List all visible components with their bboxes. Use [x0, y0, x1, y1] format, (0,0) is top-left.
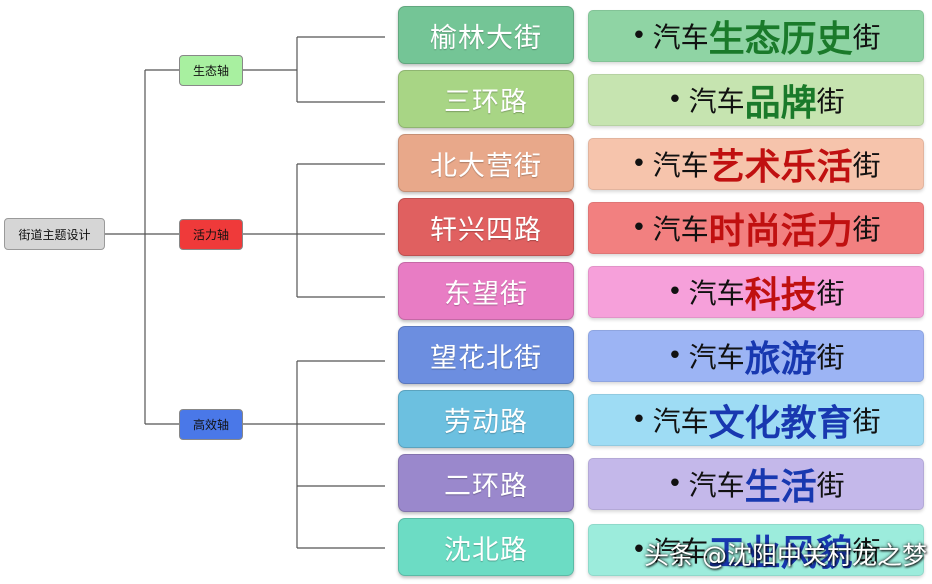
theme-suffix: 街: [816, 85, 845, 118]
axis-label-efficient: 高效轴: [192, 418, 229, 432]
street-name: 三环路: [444, 86, 528, 118]
axis-label-eco: 生态轴: [192, 64, 229, 78]
theme-suffix: 街: [852, 535, 881, 568]
theme-box-9: •汽车工业风貌街: [588, 524, 924, 576]
street-box-9: 沈北路: [398, 518, 574, 576]
street-box-2: 三环路: [398, 70, 574, 128]
street-box-1: 榆林大街: [398, 6, 574, 64]
theme-emphasis: 时尚活力: [708, 211, 853, 252]
root-node: 街道主题设计: [4, 218, 105, 250]
theme-emphasis: 生活: [744, 467, 817, 508]
street-name: 劳动路: [444, 406, 528, 438]
street-box-3: 北大营街: [398, 134, 574, 192]
street-name: 二环路: [444, 470, 528, 502]
theme-bullet: •: [667, 277, 683, 307]
theme-box-5: •汽车科技街: [588, 266, 924, 318]
street-box-7: 劳动路: [398, 390, 574, 448]
theme-emphasis: 艺术乐活: [708, 147, 853, 188]
theme-suffix: 街: [816, 341, 845, 374]
theme-bullet: •: [631, 405, 647, 435]
theme-prefix: 汽车: [652, 405, 709, 438]
street-name: 望花北街: [430, 342, 542, 374]
street-name: 榆林大街: [430, 22, 542, 54]
theme-prefix: 汽车: [652, 213, 709, 246]
street-name: 轩兴四路: [430, 214, 542, 246]
street-box-6: 望花北街: [398, 326, 574, 384]
theme-prefix: 汽车: [688, 85, 745, 118]
theme-suffix: 街: [852, 405, 881, 438]
axis-node-vitality: 活力轴: [179, 219, 243, 250]
theme-bullet: •: [631, 213, 647, 243]
theme-prefix: 汽车: [688, 277, 745, 310]
theme-prefix: 汽车: [652, 149, 709, 182]
theme-box-1: •汽车生态历史街: [588, 10, 924, 62]
theme-emphasis: 生态历史: [708, 19, 853, 60]
street-box-4: 轩兴四路: [398, 198, 574, 256]
theme-box-7: •汽车文化教育街: [588, 394, 924, 446]
theme-bullet: •: [667, 341, 683, 371]
theme-box-8: •汽车生活街: [588, 458, 924, 510]
theme-box-6: •汽车旅游街: [588, 330, 924, 382]
axis-node-eco: 生态轴: [179, 55, 243, 86]
street-name: 东望街: [444, 278, 528, 310]
theme-bullet: •: [631, 21, 647, 51]
street-box-5: 东望街: [398, 262, 574, 320]
theme-suffix: 街: [852, 213, 881, 246]
theme-suffix: 街: [852, 149, 881, 182]
theme-prefix: 汽车: [652, 21, 709, 54]
axis-node-efficient: 高效轴: [179, 409, 243, 440]
theme-emphasis: 科技: [744, 275, 817, 316]
theme-suffix: 街: [816, 469, 845, 502]
theme-suffix: 街: [816, 277, 845, 310]
theme-box-2: •汽车品牌街: [588, 74, 924, 126]
theme-box-3: •汽车艺术乐活街: [588, 138, 924, 190]
theme-emphasis: 品牌: [744, 83, 817, 124]
street-box-8: 二环路: [398, 454, 574, 512]
theme-emphasis: 工业风貌: [708, 533, 853, 574]
theme-prefix: 汽车: [688, 469, 745, 502]
theme-bullet: •: [667, 469, 683, 499]
theme-suffix: 街: [852, 21, 881, 54]
theme-emphasis: 旅游: [744, 339, 817, 380]
theme-emphasis: 文化教育: [708, 403, 853, 444]
theme-bullet: •: [667, 85, 683, 115]
theme-prefix: 汽车: [688, 341, 745, 374]
theme-bullet: •: [631, 535, 647, 565]
theme-prefix: 汽车: [652, 535, 709, 568]
street-name: 北大营街: [430, 150, 542, 182]
root-label: 街道主题设计: [18, 227, 91, 242]
street-name: 沈北路: [444, 534, 528, 566]
axis-label-vitality: 活力轴: [192, 228, 229, 242]
watermark-text: 头条 @沈阳中关村龙之梦: [644, 541, 927, 570]
theme-box-4: •汽车时尚活力街: [588, 202, 924, 254]
theme-bullet: •: [631, 149, 647, 179]
